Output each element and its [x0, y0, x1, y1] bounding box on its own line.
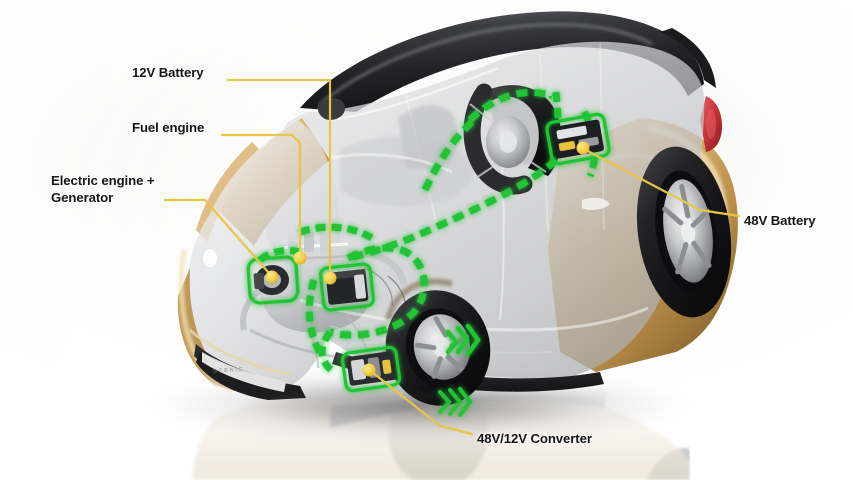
- car-roof: [300, 11, 716, 112]
- highlight-12v-battery: [319, 262, 375, 312]
- callout-label-48v-12v-converter: 48V/12V Converter: [477, 431, 592, 446]
- callout-label-48v-battery: 48V Battery: [744, 213, 816, 228]
- rocker-sill: [332, 352, 604, 392]
- callout-label-electric-engine-generator: Electric engine + Generator: [51, 173, 155, 205]
- callout-label-12v-battery: 12V Battery: [132, 65, 204, 80]
- floor-reflection: [160, 383, 690, 480]
- callout-label-fuel-engine: Fuel engine: [132, 120, 205, 135]
- regen-arrows: [445, 323, 481, 357]
- highlight-48v-battery: [545, 112, 611, 166]
